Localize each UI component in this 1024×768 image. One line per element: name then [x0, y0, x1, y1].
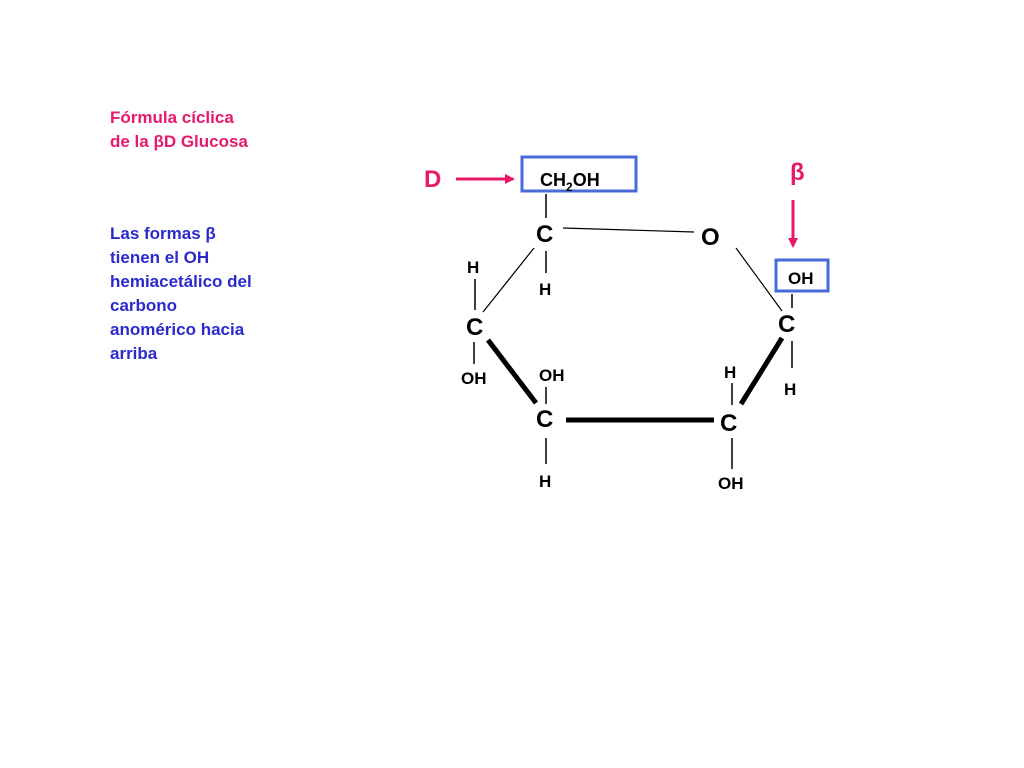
c2-h-label: H — [724, 363, 736, 382]
carbon-c5: C — [536, 221, 553, 248]
description-line-1: Las formas β — [110, 224, 216, 243]
description-line-4: carbono — [110, 296, 178, 315]
carbon-c4: C — [466, 314, 483, 341]
description-line-5: anomérico hacia — [110, 320, 245, 339]
ch2oh-highlight-box — [520, 155, 638, 193]
bond-o-c1 — [735, 247, 783, 312]
description-line-6: arriba — [110, 344, 158, 363]
anomeric-oh-highlight-box — [774, 258, 830, 293]
carbon-c1: C — [778, 311, 795, 338]
beta-label: β — [790, 159, 805, 186]
c3-h-label: H — [539, 472, 551, 491]
ch2oh-group: CH2OH — [540, 170, 600, 194]
title-line-2: de la βD Glucosa — [110, 132, 248, 151]
c4-h-label: H — [467, 258, 479, 277]
carbon-c3: C — [536, 406, 553, 433]
c2-oh-label: OH — [718, 474, 744, 493]
bond-c5-c4 — [482, 247, 535, 313]
d-label: D — [424, 166, 441, 193]
bond-c4-c3 — [486, 338, 538, 405]
description-line-2: tienen el OH — [110, 248, 210, 267]
c5-h-label: H — [539, 280, 551, 299]
description: Las formas β tienen el OH hemiacetálico … — [110, 222, 252, 366]
c1-oh-label: OH — [788, 269, 814, 288]
ring-oxygen: O — [701, 224, 720, 251]
diagram-title: Fórmula cíclica de la βD Glucosa — [110, 106, 248, 154]
c3-oh-label: OH — [539, 366, 565, 385]
title-line-1: Fórmula cíclica — [110, 108, 234, 127]
bond-c2-c1 — [738, 336, 785, 406]
c4-oh-label: OH — [461, 369, 487, 388]
description-line-3: hemiacetálico del — [110, 272, 252, 291]
c1-h-label: H — [784, 380, 796, 399]
bond-c5-o — [562, 227, 695, 233]
carbon-c2: C — [720, 410, 737, 437]
